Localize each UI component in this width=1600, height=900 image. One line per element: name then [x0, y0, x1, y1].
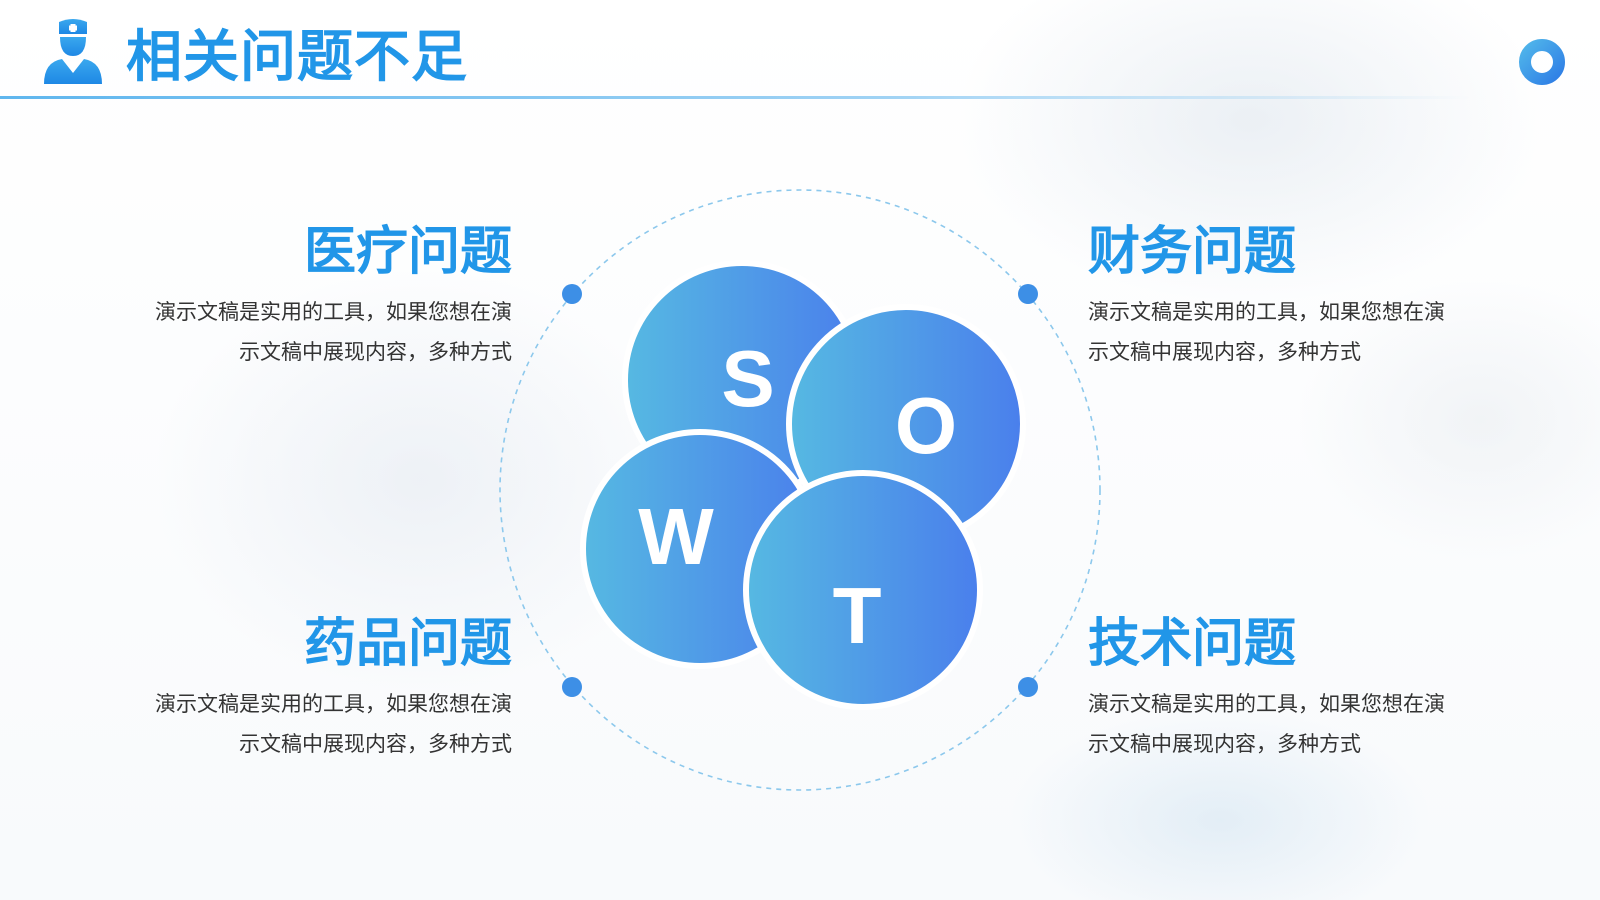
- block-finance: 财务问题 演示文稿是实用的工具，如果您想在演 示文稿中展现内容，多种方式: [1088, 220, 1498, 372]
- header-divider: [0, 96, 1470, 99]
- block-title: 技术问题: [1088, 614, 1297, 674]
- description-line: 演示文稿是实用的工具，如果您想在演: [155, 692, 512, 716]
- swot-letter-w: W: [638, 492, 714, 581]
- block-description: 演示文稿是实用的工具，如果您想在演 示文稿中展现内容，多种方式: [102, 684, 512, 764]
- swot-letter-t: T: [833, 571, 882, 660]
- description-line: 示文稿中展现内容，多种方式: [1088, 340, 1361, 364]
- connector-dot-bottom-right: [1018, 677, 1038, 697]
- petal-t: [743, 470, 983, 710]
- dashed-orbit: [499, 189, 1101, 791]
- ring-icon: [1519, 39, 1565, 85]
- block-title: 财务问题: [1088, 222, 1297, 282]
- swot-letter-s: S: [721, 334, 774, 423]
- block-drugs: 药品问题 演示文稿是实用的工具，如果您想在演 示文稿中展现内容，多种方式: [102, 612, 512, 764]
- connector-dot-top-right: [1018, 284, 1038, 304]
- description-line: 演示文稿是实用的工具，如果您想在演: [1088, 692, 1445, 716]
- description-line: 示文稿中展现内容，多种方式: [239, 340, 512, 364]
- block-technology: 技术问题 演示文稿是实用的工具，如果您想在演 示文稿中展现内容，多种方式: [1088, 612, 1498, 764]
- description-line: 演示文稿是实用的工具，如果您想在演: [1088, 300, 1445, 324]
- description-line: 示文稿中展现内容，多种方式: [1088, 732, 1361, 756]
- swot-letter-o: O: [895, 381, 957, 470]
- connector-dot-bottom-left: [562, 677, 582, 697]
- block-description: 演示文稿是实用的工具，如果您想在演 示文稿中展现内容，多种方式: [102, 292, 512, 372]
- block-description: 演示文稿是实用的工具，如果您想在演 示文稿中展现内容，多种方式: [1088, 292, 1498, 372]
- block-medical: 医疗问题 演示文稿是实用的工具，如果您想在演 示文稿中展现内容，多种方式: [102, 220, 512, 372]
- doctor-icon: [44, 19, 102, 84]
- description-line: 演示文稿是实用的工具，如果您想在演: [155, 300, 512, 324]
- description-line: 示文稿中展现内容，多种方式: [239, 732, 512, 756]
- connector-dot-top-left: [562, 284, 582, 304]
- block-title: 医疗问题: [303, 222, 512, 282]
- block-description: 演示文稿是实用的工具，如果您想在演 示文稿中展现内容，多种方式: [1088, 684, 1498, 764]
- block-title: 药品问题: [303, 614, 512, 674]
- page-title: 相关问题不足: [126, 25, 468, 90]
